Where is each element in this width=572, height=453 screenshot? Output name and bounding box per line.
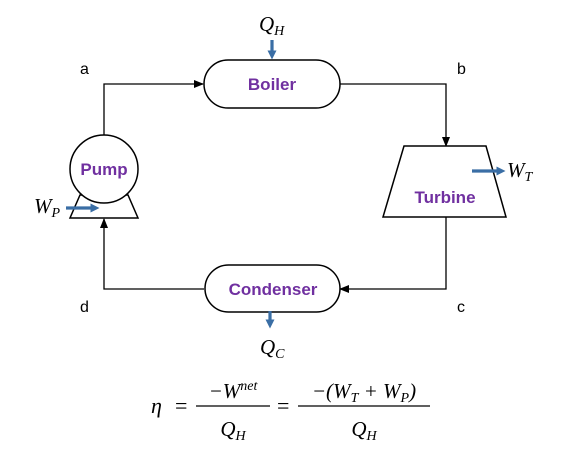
- line-condenser-to-pump: [100, 218, 204, 290]
- turbine-shape: [381, 145, 507, 218]
- boiler: Boiler: [203, 59, 341, 109]
- qh-label: QH: [259, 12, 285, 39]
- eq-equals-1: =: [175, 393, 187, 418]
- wt-label: WT: [507, 158, 534, 185]
- state-b-label: b: [457, 61, 466, 78]
- line-boiler-to-turbine: [340, 83, 450, 147]
- boiler-label: Boiler: [248, 75, 297, 94]
- pump-shape: [69, 134, 139, 204]
- condenser-label: Condenser: [229, 280, 318, 299]
- condenser-shape: [204, 264, 341, 313]
- energy-arrows: [66, 40, 506, 329]
- eq-eta: η: [151, 393, 162, 418]
- eq-equals-2: =: [277, 393, 289, 418]
- line-turbine-to-condenser: [339, 217, 447, 293]
- turbine: Turbine: [381, 145, 507, 218]
- eq-frac1-numerator: −Wnet: [209, 379, 259, 403]
- state-a-label: a: [80, 61, 89, 78]
- boiler-shape: [203, 59, 341, 109]
- qc-label: QC: [260, 335, 285, 362]
- eq-frac2-denominator: QH: [351, 417, 377, 444]
- efficiency-equation: η = −Wnet QH = −(WT + WP) QH: [151, 379, 430, 444]
- eq-frac2-numerator: −(WT + WP): [312, 379, 416, 406]
- condenser: Condenser: [204, 264, 341, 313]
- line-pump-to-boiler: [103, 80, 204, 135]
- wp-label: WP: [34, 194, 61, 221]
- pump: Pump: [68, 134, 140, 219]
- flow-lines: [100, 80, 450, 293]
- state-d-label: d: [80, 299, 89, 316]
- pump-label: Pump: [80, 160, 127, 179]
- turbine-label: Turbine: [414, 188, 475, 207]
- state-c-label: c: [457, 299, 465, 316]
- eq-frac1-denominator: QH: [220, 417, 246, 444]
